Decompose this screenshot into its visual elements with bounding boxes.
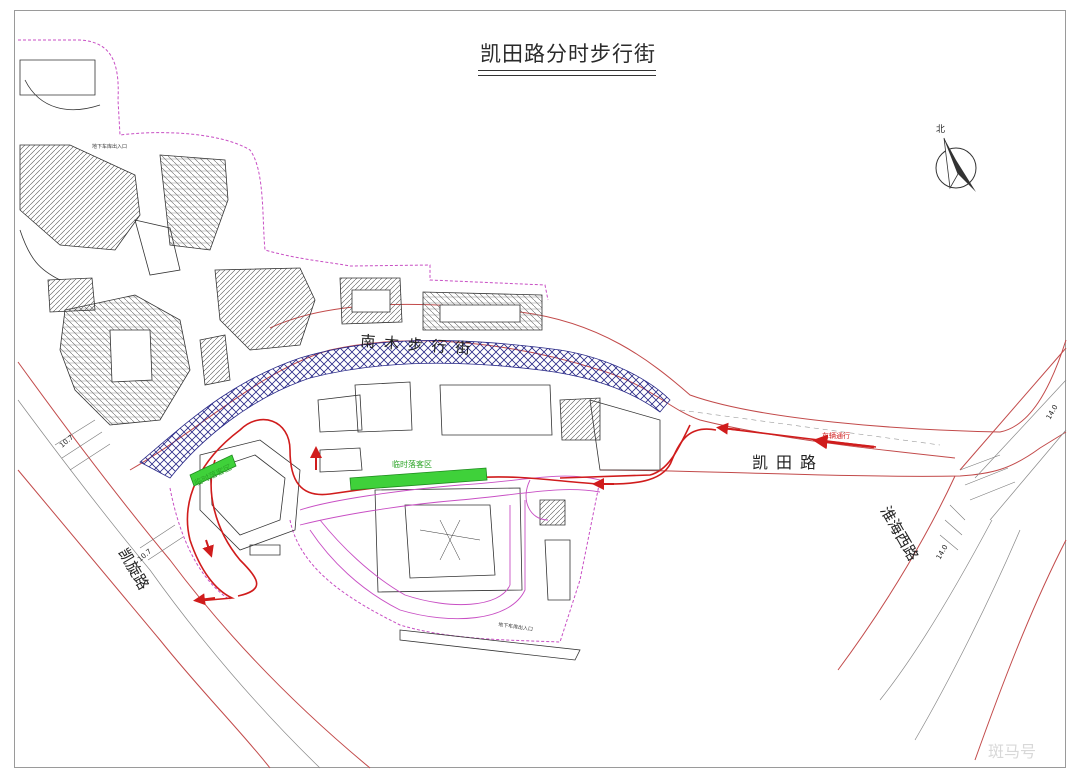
pedestrian-street-band — [139, 340, 671, 479]
north-label: 北 — [936, 124, 945, 135]
site-boundary — [18, 39, 601, 643]
map-frame — [14, 10, 1066, 768]
kaitian-road-label: 凯田路 — [752, 453, 824, 472]
drop-off-zone-central — [349, 467, 488, 491]
internal-circulation — [299, 475, 601, 620]
map-title: 凯田路分时步行街 — [480, 42, 656, 66]
entrance-label-bottom: 地下车库出入口 — [498, 621, 534, 633]
vehicle-route — [186, 418, 877, 602]
route-arrows — [193, 422, 875, 606]
northwest-buildings — [19, 59, 543, 426]
entrance-label-top: 地下车库出入口 — [92, 143, 127, 150]
title-underline — [478, 70, 656, 71]
drop-off-zone-west — [189, 454, 237, 487]
lane-note-label: 车辆通行 — [822, 431, 850, 440]
huaihai-west-road — [837, 347, 1067, 761]
central-buildings — [199, 381, 661, 661]
drop-off-zones — [189, 454, 488, 491]
huaihai-west-road-label: 淮海西路 — [877, 503, 923, 564]
dimension-left-bottom: 10.7 — [136, 547, 153, 563]
kaixuan-road — [17, 361, 371, 769]
dimension-right-top: 14.0 — [1045, 403, 1060, 421]
dimension-right-bottom: 14.0 — [935, 543, 950, 561]
watermark: 斑马号 — [988, 742, 1037, 761]
drop-off-label-central: 临时落客区 — [392, 459, 432, 469]
title-underline-double — [478, 75, 656, 76]
north-arrow-icon — [935, 137, 977, 192]
